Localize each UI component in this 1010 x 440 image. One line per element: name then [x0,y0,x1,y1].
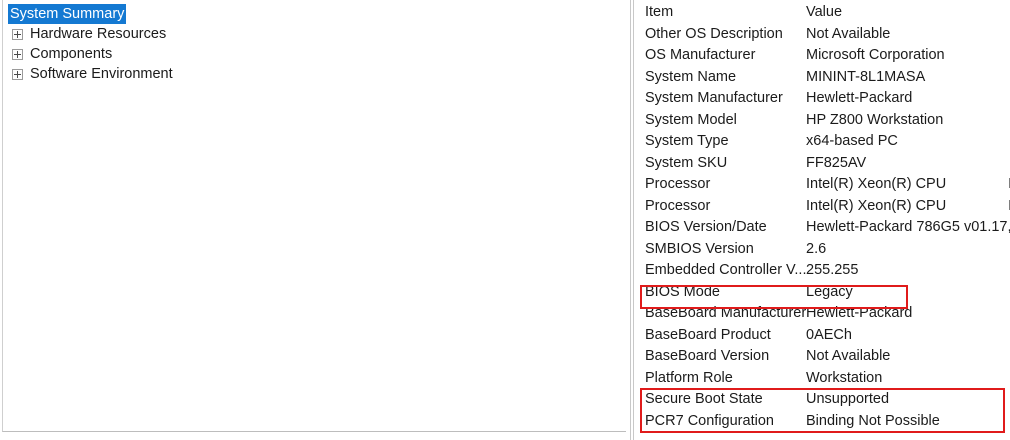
detail-row[interactable]: OS Manufacturer Microsoft Corporation [637,45,1010,67]
detail-value-text: x64-based PC [806,133,898,149]
detail-value-cell: HP Z800 Workstation [806,110,943,132]
tree-node-system-summary[interactable]: System Summary [3,4,127,24]
detail-row[interactable]: SMBIOS Version 2.6 [637,239,1010,261]
detail-value-text: 0AECh [806,326,852,343]
detail-item-cell: Other OS Description [645,25,783,42]
detail-value-text: Unsupported [806,391,890,407]
detail-item-cell: SMBIOS Version [645,240,754,257]
detail-column-header[interactable]: Item Value [637,2,1010,24]
detail-value-cell: 0AECh [806,325,852,347]
detail-value-text: Not Available [806,25,891,42]
detail-item-cell: System SKU [645,154,728,171]
splitter-line-left [630,0,631,440]
detail-value-text: Intel(R) Xeon(R) CPU [806,176,947,192]
detail-value-cell: FF825AV [806,153,866,175]
detail-value-cell: Hewlett-Packard [806,303,912,325]
detail-value-text: Microsoft Corporation [806,47,945,63]
detail-value-cell: Intel(R) Xeon(R) CPUE5506 [806,196,1010,218]
detail-row[interactable]: PCR7 Configuration Binding Not Possible [637,411,1010,433]
detail-item-cell: BIOS Mode [645,283,720,300]
detail-row[interactable]: BaseBoard Product 0AECh [637,325,1010,347]
detail-value-cell: Microsoft Corporation [806,45,945,67]
expand-plus-icon[interactable] [12,68,23,80]
detail-value-text: Not Available [806,348,891,364]
detail-item-cell: PCR7 Configuration [645,412,774,429]
detail-row[interactable]: BIOS Mode Legacy [637,282,1010,304]
detail-value-cell: Workstation [806,368,882,390]
detail-value-text: Legacy [806,283,853,300]
detail-item-cell: Processor [645,176,711,192]
tree-node-hardware-resources[interactable]: Hardware Resources [3,24,168,44]
detail-value-cell: Value [806,2,842,24]
detail-value-text: Binding Not Possible [806,412,940,429]
detail-value-text: Intel(R) Xeon(R) CPU [806,197,947,214]
detail-item-cell: BaseBoard Manufacturer [645,305,807,321]
detail-row[interactable]: Embedded Controller V...255.255 [637,260,1010,282]
detail-value-text: Hewlett-Packard 786G5 v01.17, 8/ [806,219,1010,235]
detail-row[interactable]: System SKU FF825AV [637,153,1010,175]
tree-node-software-environment[interactable]: Software Environment [3,64,175,84]
detail-value-text: Workstation [806,369,883,386]
tree-node-components[interactable]: Components [3,44,114,64]
expand-plus-icon[interactable] [12,28,23,40]
detail-row[interactable]: BaseBoard Version Not Available [637,346,1010,368]
detail-value-cell: Not Available [806,24,890,46]
detail-value-tail-text: E5506 [946,198,1010,214]
detail-value-text: 2.6 [806,240,827,257]
detail-item-cell: System Model [645,111,737,128]
detail-value-text: Hewlett-Packard [806,90,913,106]
detail-value-text: 255.255 [806,262,859,278]
detail-item-cell: BaseBoard Version [645,348,770,364]
detail-value-tail-text: E5506 [946,176,1010,192]
detail-value-cell: Legacy [806,282,853,304]
detail-value-text: FF825AV [806,154,867,171]
detail-value-text: HP Z800 Workstation [806,111,944,128]
detail-row[interactable]: System Type x64-based PC [637,131,1010,153]
detail-value-cell: Not Available [806,346,890,368]
detail-value-cell: Unsupported [806,389,889,411]
tree-node-label: System Summary [8,4,127,24]
detail-item-cell: BaseBoard Product [645,326,771,343]
detail-value-cell: MININT-8L1MASA [806,67,925,89]
detail-row[interactable]: Secure Boot State Unsupported [637,389,1010,411]
detail-item-cell: BIOS Version/Date [645,219,767,235]
detail-item-cell: System Type [645,133,729,149]
detail-value-cell: Hewlett-Packard [806,88,912,110]
tree-node-label: Components [30,46,113,62]
detail-value-cell: 2.6 [806,239,826,261]
detail-row[interactable]: Processor Intel(R) Xeon(R) CPUE5506 [637,174,1010,196]
detail-item-cell: Item [645,4,674,20]
pane-splitter[interactable] [628,0,636,440]
detail-value-text: Value [806,4,843,20]
detail-item-cell: System Name [645,68,737,85]
detail-row[interactable]: System Manufacturer Hewlett-Packard [637,88,1010,110]
detail-value-cell: Hewlett-Packard 786G5 v01.17, 8/ [806,217,1010,239]
expand-plus-icon[interactable] [12,48,23,60]
detail-row[interactable]: System Name MININT-8L1MASA [637,67,1010,89]
detail-item-cell: Platform Role [645,369,733,386]
detail-item-cell: Processor [645,197,711,214]
tree-node-label: Hardware Resources [30,26,167,42]
detail-item-cell: Embedded Controller V... [645,262,807,278]
detail-value-cell: 255.255 [806,260,858,282]
detail-value-text: MININT-8L1MASA [806,68,926,85]
detail-value-text: Hewlett-Packard [806,305,913,321]
detail-row[interactable]: Other OS Description Not Available [637,24,1010,46]
detail-value-cell: x64-based PC [806,131,898,153]
detail-value-cell: Intel(R) Xeon(R) CPUE5506 [806,174,1010,196]
detail-item-cell: System Manufacturer [645,90,783,106]
detail-row[interactable]: Platform Role Workstation [637,368,1010,390]
tree-node-label: Software Environment [30,66,173,82]
detail-row[interactable]: System Model HP Z800 Workstation [637,110,1010,132]
detail-item-cell: OS Manufacturer [645,47,756,63]
detail-row[interactable]: BIOS Version/Date Hewlett-Packard 786G5 v… [637,217,1010,239]
splitter-line-right [633,0,634,440]
detail-item-cell: Secure Boot State [645,391,763,407]
detail-value-cell: Binding Not Possible [806,411,940,433]
detail-row[interactable]: Processor Intel(R) Xeon(R) CPUE5506 [637,196,1010,218]
